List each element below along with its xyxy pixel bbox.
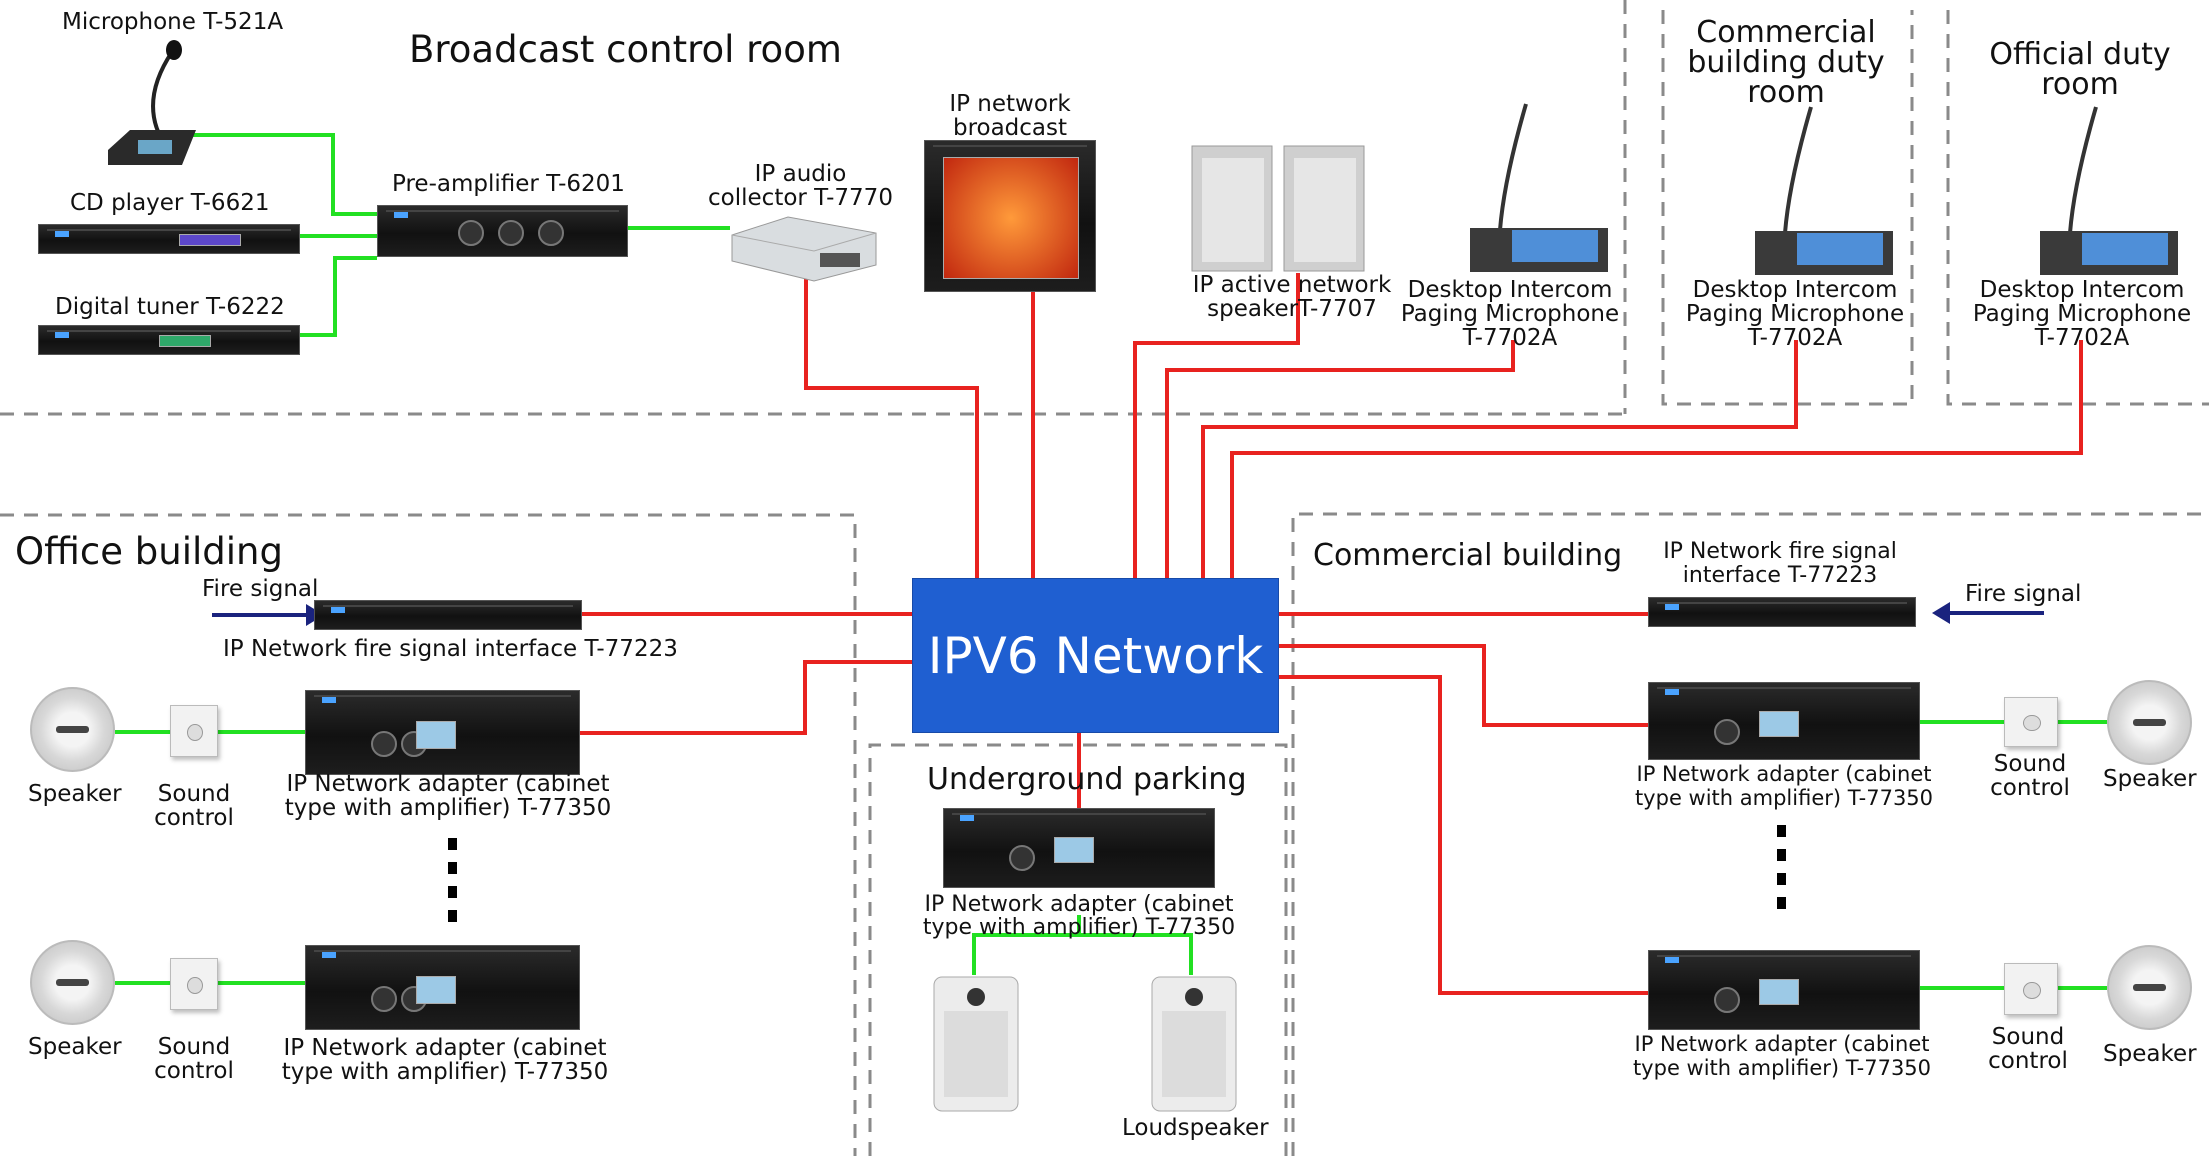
official-duty-room-title: Official duty room xyxy=(1989,37,2171,102)
comm-fire-interface-icon xyxy=(1648,597,1916,627)
comm-fire-signal-label: Fire signal xyxy=(1965,581,2082,607)
commercial-building-border xyxy=(1291,512,2209,1156)
broadcast-controller-icon xyxy=(924,140,1096,292)
office-fire-arrow-icon xyxy=(212,604,324,626)
office-sound-control-2-icon xyxy=(170,958,218,1010)
parking-loudspeaker-2-icon xyxy=(1151,976,1237,1112)
office-adapter-1-label: IP Network adapter (cabinet type with am… xyxy=(284,771,612,821)
cd-player-label: CD player T-6621 xyxy=(70,190,270,216)
commercial-duty-room-title: Commercial building duty room xyxy=(1687,15,1885,110)
parking-loudspeaker-label: Loudspeaker xyxy=(1122,1115,1269,1141)
comm-sound-control-1-label: Sound control xyxy=(1990,751,2070,801)
cd-player-icon xyxy=(38,224,300,254)
comm-ellipsis-icon xyxy=(1777,825,1787,921)
comm-sound-control-2-label: Sound control xyxy=(1988,1024,2068,1074)
microphone-icon xyxy=(108,40,196,165)
parking-loudspeaker-1-icon xyxy=(933,976,1019,1112)
audio-lines xyxy=(115,133,2107,990)
underground-parking-title: Underground parking xyxy=(927,762,1247,797)
office-adapter-1-icon xyxy=(305,690,580,775)
commercial-building-title: Commercial building xyxy=(1313,538,1623,573)
comm-adapter-1-label: IP Network adapter (cabinet type with am… xyxy=(1634,762,1934,810)
audio-collector-label: IP audio collector T-7770 xyxy=(708,161,893,211)
comm-fire-interface-label: IP Network fire signal interface T-77223 xyxy=(1663,539,1897,588)
paging-mic-3-label: Desktop Intercom Paging Microphone T-770… xyxy=(1972,277,2192,351)
digital-tuner-label: Digital tuner T-6222 xyxy=(55,294,285,320)
comm-speaker-1-icon xyxy=(2107,680,2192,765)
office-building-title: Office building xyxy=(15,530,283,573)
broadcast-room-title: Broadcast control room xyxy=(409,28,842,71)
comm-fire-arrow-icon xyxy=(1932,602,2044,624)
office-fire-interface-icon xyxy=(314,600,582,630)
line-comm-amp1-net xyxy=(1278,644,1648,727)
active-speaker-icon xyxy=(1191,145,1365,272)
parking-adapter-label: IP Network adapter (cabinet type with am… xyxy=(922,892,1236,940)
audio-collector-icon xyxy=(731,216,877,282)
office-speaker-2-icon xyxy=(30,940,115,1025)
office-speaker-1-icon xyxy=(30,687,115,772)
comm-sound-control-1-icon xyxy=(2004,697,2058,747)
line-tuner-preamp xyxy=(300,256,377,337)
office-sound-control-1-label: Sound control xyxy=(154,781,234,831)
office-sound-control-1-icon xyxy=(170,705,218,757)
office-speaker-2-label: Speaker xyxy=(28,1034,122,1060)
line-mic3-net xyxy=(1230,340,2083,578)
comm-adapter-2-label: IP Network adapter (cabinet type with am… xyxy=(1632,1032,1932,1080)
line-mic-preamp xyxy=(180,133,377,216)
office-adapter-2-label: IP Network adapter (cabinet type with am… xyxy=(281,1035,609,1085)
line-mic2-net xyxy=(1201,340,1798,578)
paging-mic-1-label: Desktop Intercom Paging Microphone T-770… xyxy=(1400,277,1620,351)
line-office-amp1-net xyxy=(580,660,912,735)
ipv6-network-box: IPV6 Network xyxy=(912,578,1279,733)
office-sound-control-2-label: Sound control xyxy=(154,1034,234,1084)
office-adapter-2-icon xyxy=(305,945,580,1030)
office-fire-interface-label: IP Network fire signal interface T-77223 xyxy=(223,636,678,662)
commercial-duty-room-border xyxy=(1623,0,1914,414)
comm-speaker-2-label: Speaker xyxy=(2103,1041,2197,1067)
digital-tuner-icon xyxy=(38,325,300,355)
comm-adapter-1-icon xyxy=(1648,682,1920,760)
active-speaker-label: IP active network speakerT-7707 xyxy=(1192,272,1392,322)
office-ellipsis-icon xyxy=(448,838,458,934)
paging-mic-2-icon xyxy=(1755,106,1893,275)
microphone-label: Microphone T-521A xyxy=(62,9,284,35)
office-fire-signal-label: Fire signal xyxy=(202,576,319,602)
paging-mic-2-label: Desktop Intercom Paging Microphone T-770… xyxy=(1685,277,1905,351)
line-comm-amp2-net xyxy=(1278,675,1648,995)
line-mic1-net xyxy=(1165,340,1515,578)
line-collector-net xyxy=(804,275,979,578)
preamp-icon xyxy=(377,205,628,257)
comm-adapter-2-icon xyxy=(1648,950,1920,1030)
network-lines xyxy=(580,273,2083,995)
parking-adapter-icon xyxy=(943,808,1215,888)
comm-sound-control-2-icon xyxy=(2004,963,2058,1015)
preamp-label: Pre-amplifier T-6201 xyxy=(392,171,625,197)
parking-border xyxy=(868,743,1288,1156)
ipv6-network-label: IPV6 Network xyxy=(927,626,1264,685)
comm-speaker-2-icon xyxy=(2107,945,2192,1030)
paging-mic-3-icon xyxy=(2040,106,2178,275)
office-speaker-1-label: Speaker xyxy=(28,781,122,807)
official-duty-room-border xyxy=(1946,10,2209,406)
line-parking-loudspeakers xyxy=(972,915,1193,975)
office-building-border xyxy=(0,513,857,1156)
comm-speaker-1-label: Speaker xyxy=(2103,766,2197,792)
paging-mic-1-icon xyxy=(1470,103,1608,272)
line-speaker-net xyxy=(1133,273,1300,578)
